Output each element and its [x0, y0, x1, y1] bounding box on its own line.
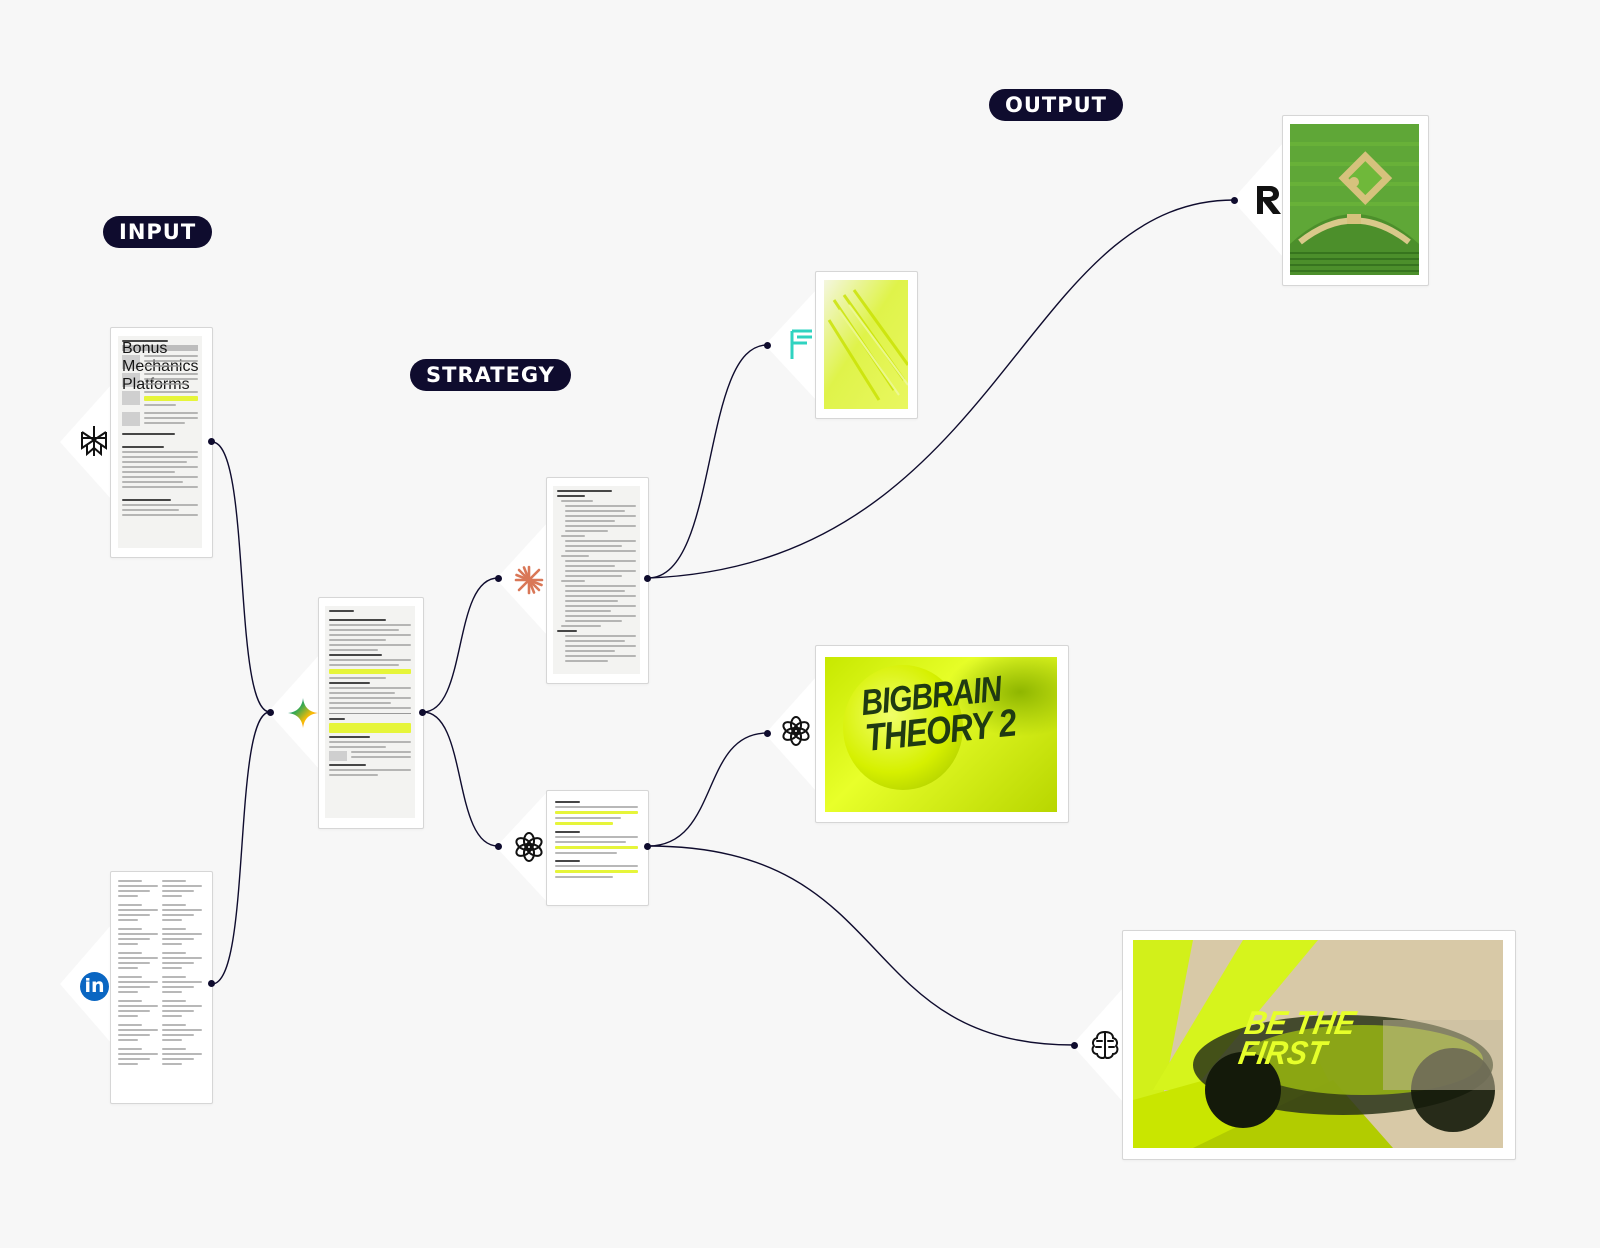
claude-doc-preview: [553, 486, 640, 674]
perplexity-icon: [78, 424, 110, 458]
wire-perplexity-gemini: [212, 442, 270, 712]
perplexity-doc-preview: Bonus Mechanics Platforms: [118, 336, 202, 548]
tennis-ball-poster-image: BIGBRAIN THEORY 2: [825, 657, 1057, 812]
input-label: INPUT: [103, 216, 212, 248]
wire-claude-runway: [648, 200, 1234, 578]
linkedin-icon: in: [80, 972, 109, 1001]
gemini-doc-preview: [325, 606, 415, 818]
wire-chatgpt-openai: [648, 733, 767, 846]
openai-icon: [780, 715, 812, 747]
chatgpt-doc-preview: [552, 798, 641, 898]
port-dot[interactable]: [419, 709, 426, 716]
gemini-icon: [288, 698, 318, 728]
claude-icon: [514, 565, 544, 595]
port-dot[interactable]: [764, 730, 771, 737]
wire-chatgpt-neural: [648, 846, 1074, 1045]
abstract-lime-image: [824, 280, 908, 409]
runway-icon: [1253, 182, 1283, 216]
strategy-label: STRATEGY: [410, 359, 571, 391]
wire-gemini-chatgpt: [423, 712, 498, 846]
linkedin-posts-preview: [116, 878, 204, 1096]
baseball-field-image: [1290, 124, 1419, 275]
racing-car-poster-image: BE THE FIRST: [1133, 940, 1503, 1148]
port-dot[interactable]: [644, 575, 651, 582]
wire-gemini-claude: [423, 578, 498, 712]
output-label: OUTPUT: [989, 89, 1123, 121]
wire-linkedin-gemini: [212, 712, 270, 984]
neural-icon: [1088, 1029, 1122, 1061]
port-dot[interactable]: [267, 709, 274, 716]
port-dot[interactable]: [764, 342, 771, 349]
openai-icon: [513, 831, 545, 863]
wire-claude-freepik: [648, 345, 767, 578]
port-dot[interactable]: [495, 575, 502, 582]
port-dot[interactable]: [208, 980, 215, 987]
port-dot[interactable]: [644, 843, 651, 850]
freepik-icon: [789, 329, 815, 361]
port-dot[interactable]: [208, 438, 215, 445]
port-dot[interactable]: [495, 843, 502, 850]
port-dot[interactable]: [1231, 197, 1238, 204]
port-dot[interactable]: [1071, 1042, 1078, 1049]
poster-line2: FIRST: [1236, 1039, 1328, 1070]
doc-title: Bonus Mechanics Platforms: [122, 340, 168, 342]
